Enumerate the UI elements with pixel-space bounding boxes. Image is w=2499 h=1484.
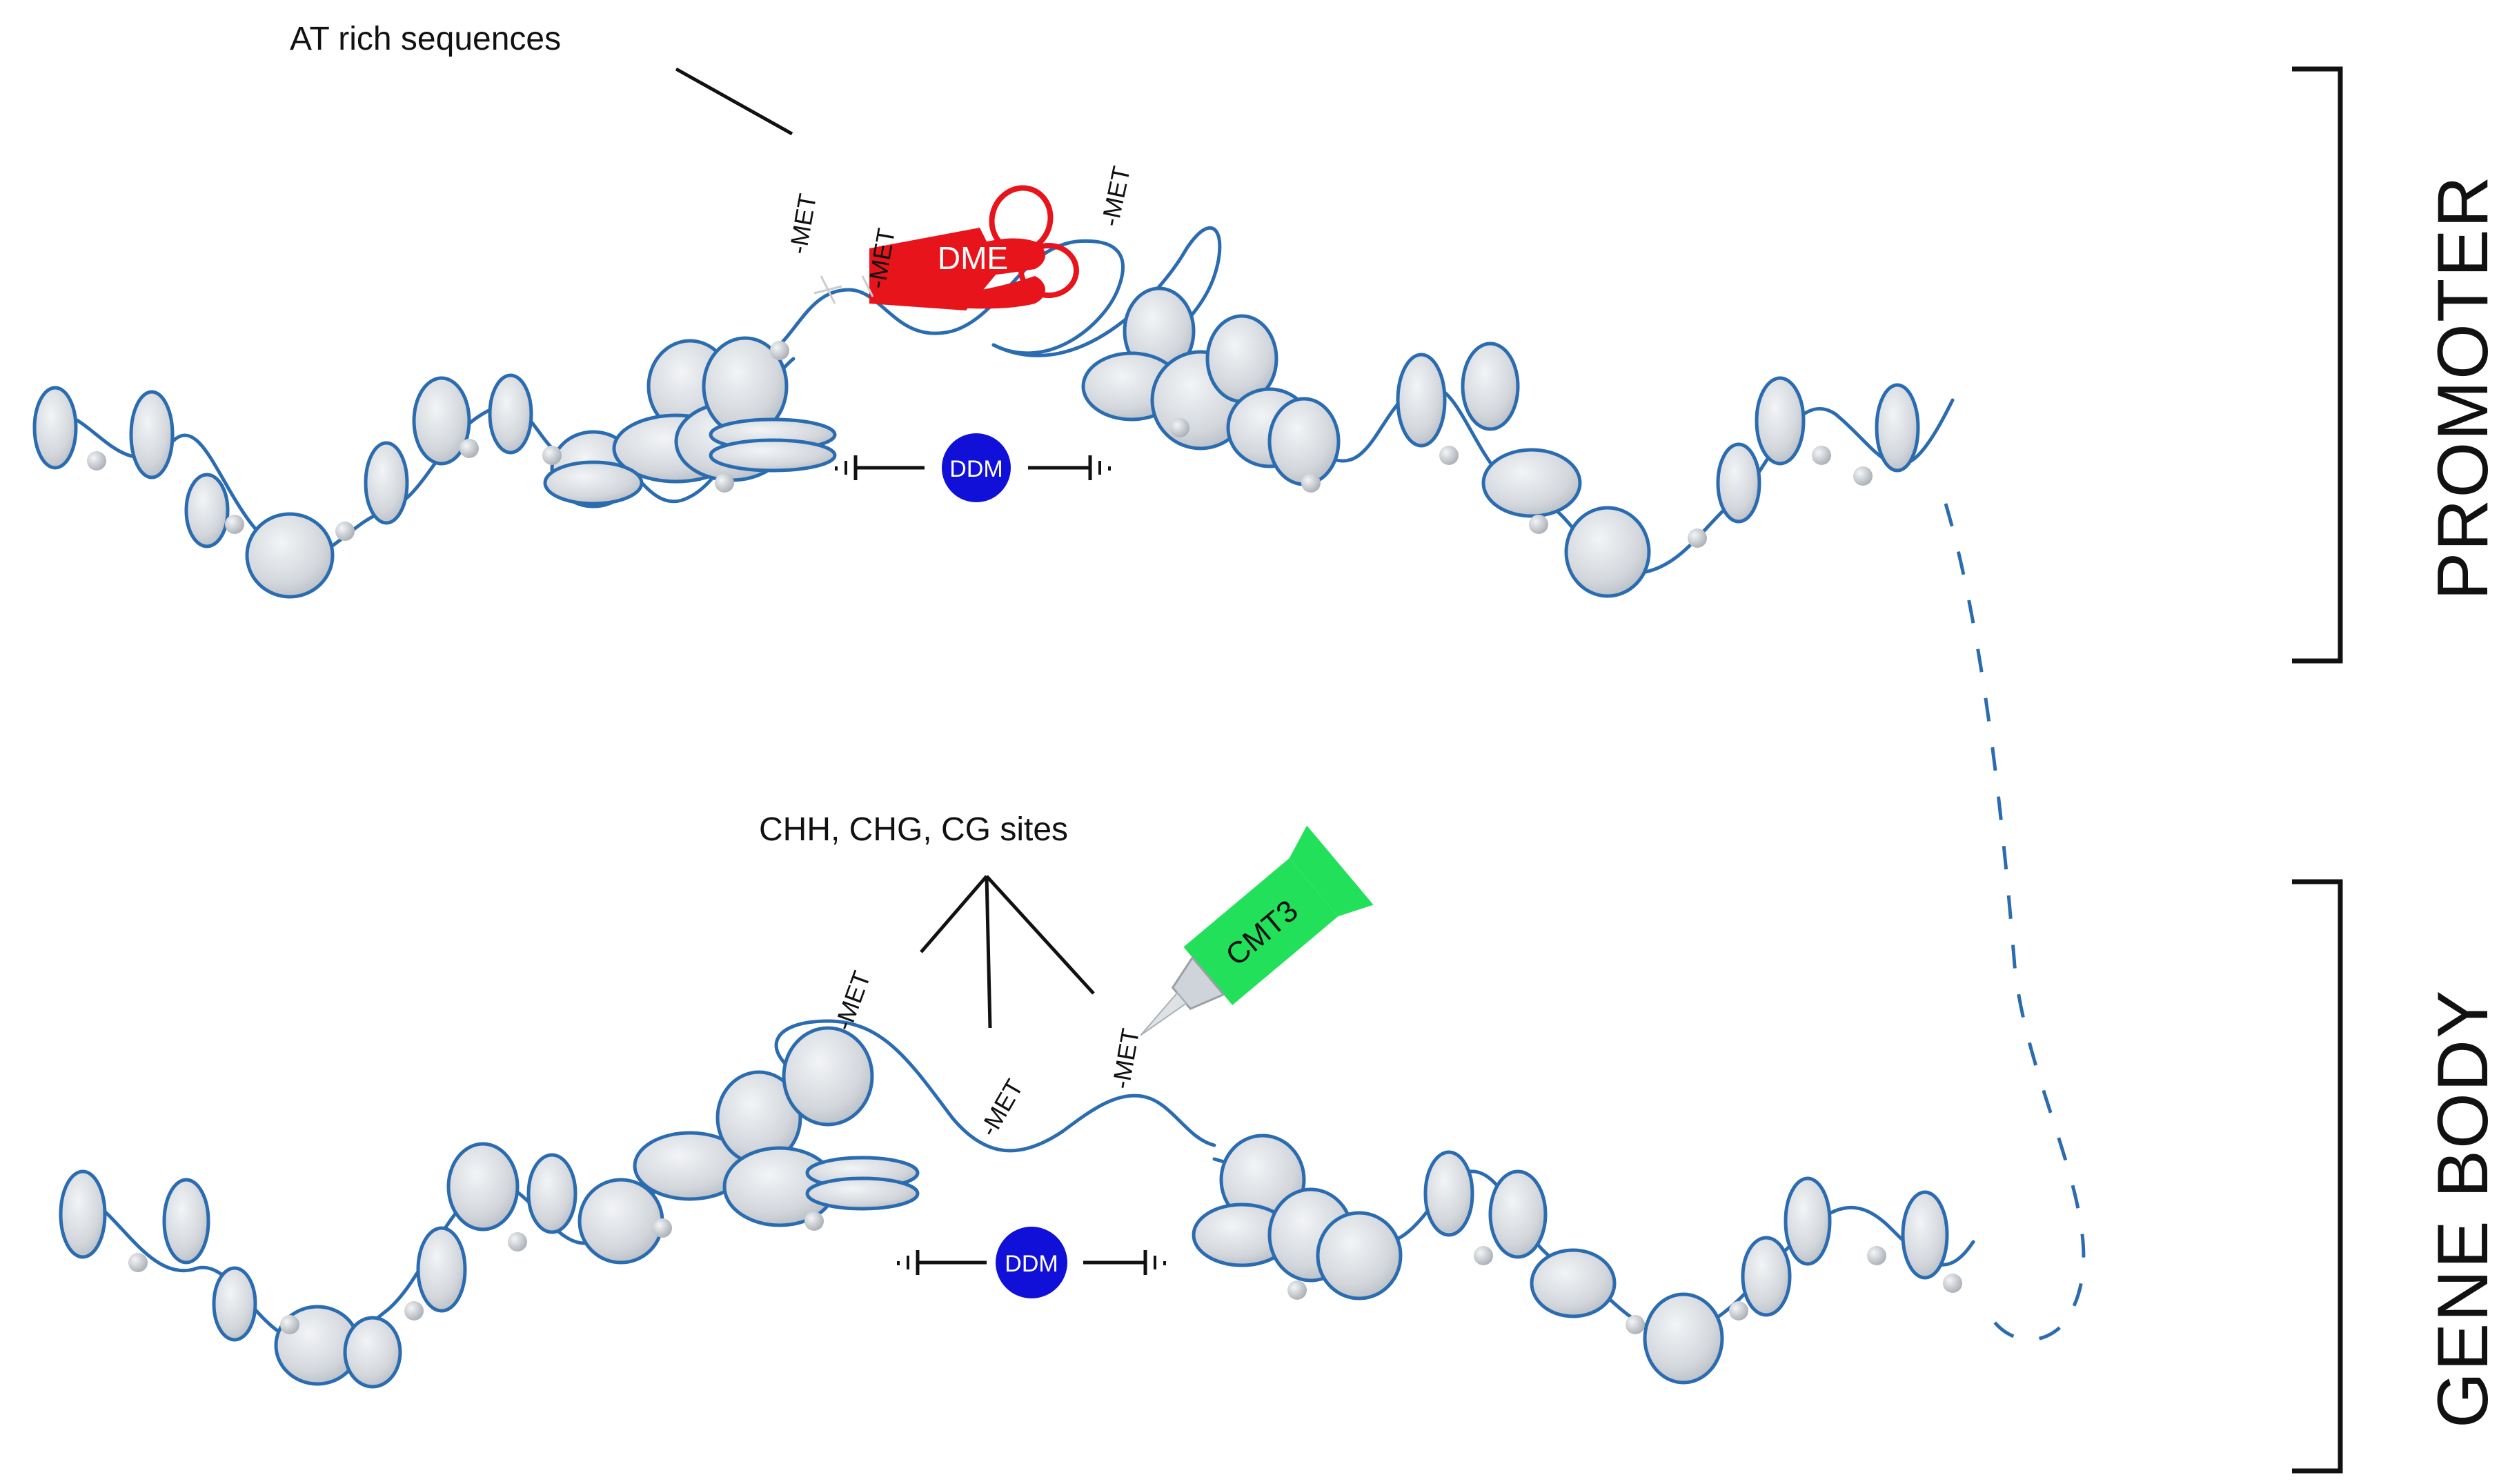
gene-body-bracket — [2292, 879, 2343, 1474]
promoter-nucleosomes-right — [1081, 286, 1920, 598]
promoter-met-mark-1: -MET — [784, 192, 822, 257]
promoter-nucleosomes-left — [32, 336, 837, 599]
at-rich-pointer — [675, 67, 793, 136]
cmt3-tube-icon: CMT3 — [1140, 825, 1374, 1036]
sites-pointer-lines — [920, 875, 1095, 1029]
dme-label: DME — [938, 240, 1008, 276]
ddm-inhibitor-bottom: DDM — [897, 1227, 1166, 1298]
sites-label: CHH, CHG, CG sites — [759, 811, 1068, 848]
ddm-inhibitor-top: DDM — [835, 433, 1111, 502]
genebody-chromatin-fiber: CMT3 -MET -MET -MET CHH, CHG, CG sites D… — [59, 811, 1975, 1389]
promoter-chromatin-fiber: DME -MET -MET -MET AT rich sequences DDM — [32, 21, 1955, 599]
ddm-top-label: DDM — [949, 456, 1002, 482]
at-rich-label: AT rich sequences — [290, 21, 561, 57]
dme-scissors-icon: DME — [869, 185, 1079, 310]
promoter-dna-strand — [39, 357, 796, 559]
promoter-label: PROMOTER — [2423, 175, 2499, 600]
promoter-met-mark-3: -MET — [1096, 164, 1136, 229]
genebody-met-mark-2: -MET — [974, 1074, 1029, 1141]
cut-site-sparkle-icon — [813, 275, 874, 304]
promoter-to-genebody-connector — [1944, 503, 2086, 1342]
promoter-bracket — [2292, 66, 2343, 664]
gene-body-label: GENE BODY — [2423, 989, 2499, 1428]
ddm-bottom-label: DDM — [1005, 1251, 1058, 1277]
genebody-met-mark-3: -MET — [1107, 1027, 1145, 1091]
genebody-nucleosomes-left — [59, 1026, 920, 1389]
genebody-nucleosomes-right — [1192, 1134, 1962, 1385]
genebody-dna-loop — [774, 1019, 1216, 1153]
genebody-met-mark-1: -MET — [829, 967, 876, 1034]
promoter-dna-loop — [778, 239, 1125, 355]
